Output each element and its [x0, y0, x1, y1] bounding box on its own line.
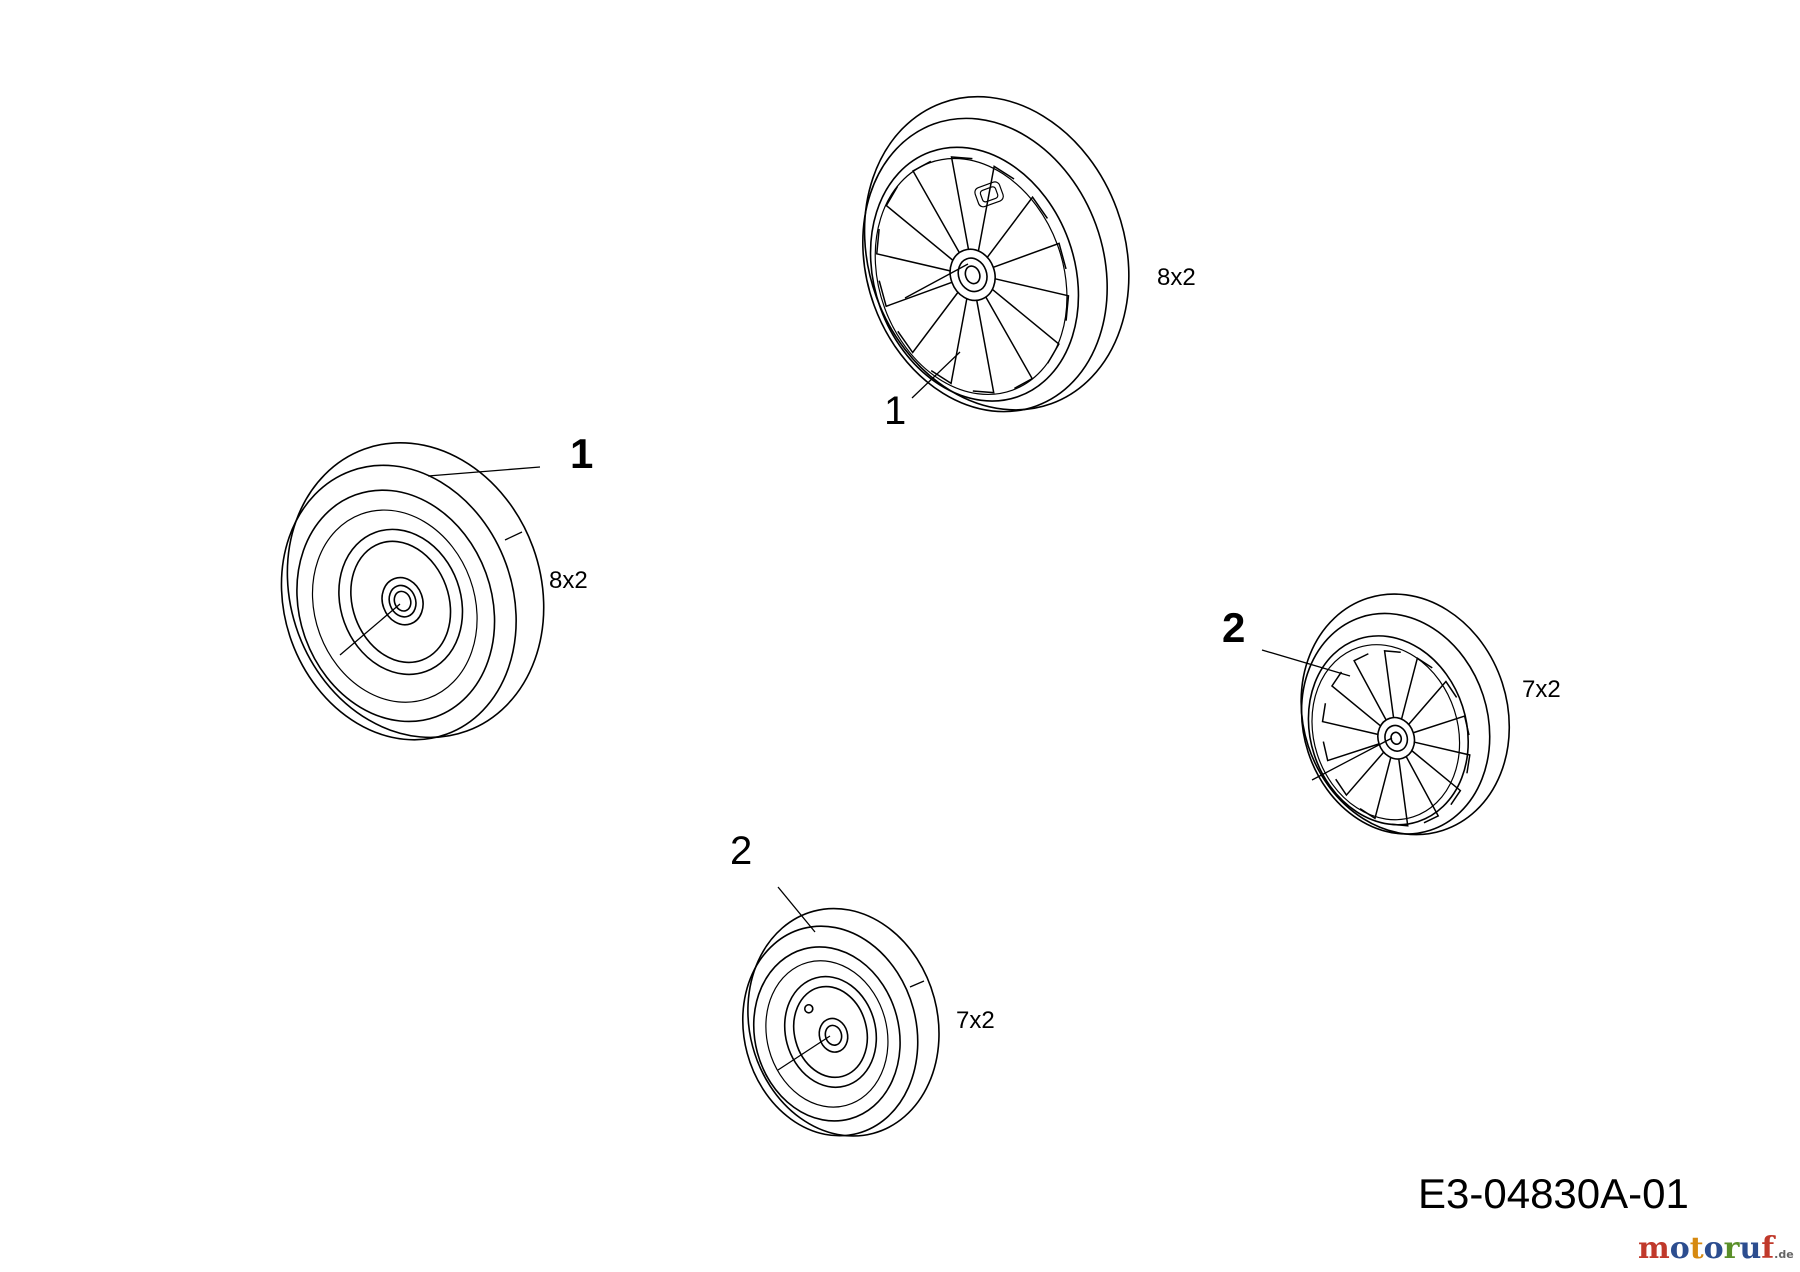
wheel-1-solid-axle-line [339, 603, 401, 656]
leader-line-1-left [427, 466, 541, 477]
wheel-1-axle-line [904, 263, 969, 299]
spoke [972, 300, 995, 394]
qty-label-top: 8x2 [1157, 264, 1196, 291]
wheel-1-spoked [862, 95, 1130, 413]
qty-label-left: 8x2 [549, 567, 588, 594]
spoke [1383, 649, 1401, 718]
wheel-2-axle-line [1311, 737, 1393, 781]
spoke [994, 278, 1070, 321]
callout-2-right: 2 [1222, 604, 1245, 651]
spoke [1405, 756, 1440, 824]
spoke [878, 280, 953, 308]
wheel-1-solid [280, 441, 545, 741]
wheel-2-solid-axle-line [777, 1035, 831, 1071]
callout-1-top: 1 [884, 389, 906, 433]
wheel-1-spokes [875, 156, 1070, 394]
spoke [912, 160, 960, 253]
spoke [1400, 657, 1433, 719]
spoke [1413, 715, 1470, 736]
wheel-2-spokes [1321, 649, 1471, 827]
spoke [897, 291, 959, 354]
spoke [992, 288, 1060, 364]
spoke [1321, 703, 1379, 736]
leader-line-2-right [1261, 649, 1351, 677]
spoke [993, 242, 1067, 270]
spoke [1353, 653, 1387, 720]
spoke [1414, 741, 1471, 774]
leader-line-2-bottom [777, 886, 816, 933]
leader-line-1-top [911, 351, 961, 399]
spoke [875, 228, 951, 272]
spoke [1408, 680, 1458, 725]
spoke [977, 165, 1015, 251]
spoke [1322, 741, 1380, 762]
wheel-2-solid [741, 907, 940, 1137]
callout-2-bottom: 2 [730, 829, 752, 873]
spoke [1391, 759, 1409, 827]
spoke [1411, 750, 1462, 806]
spoke [950, 156, 973, 250]
spoke [885, 186, 954, 261]
spoke [1330, 671, 1381, 727]
motoruf-watermark: motoruf.de [1638, 1231, 1794, 1266]
callout-1-left: 1 [570, 430, 593, 477]
spoke [930, 298, 968, 385]
spoke [985, 296, 1034, 390]
qty-label-right: 7x2 [1522, 676, 1561, 703]
spoke [1359, 757, 1392, 820]
document-id: E3-04830A-01 [1418, 1170, 1689, 1217]
spoke [986, 195, 1049, 258]
wheel-2-spoked [1300, 593, 1511, 836]
qty-label-bottom: 7x2 [956, 1007, 995, 1034]
spoke [1335, 751, 1385, 797]
